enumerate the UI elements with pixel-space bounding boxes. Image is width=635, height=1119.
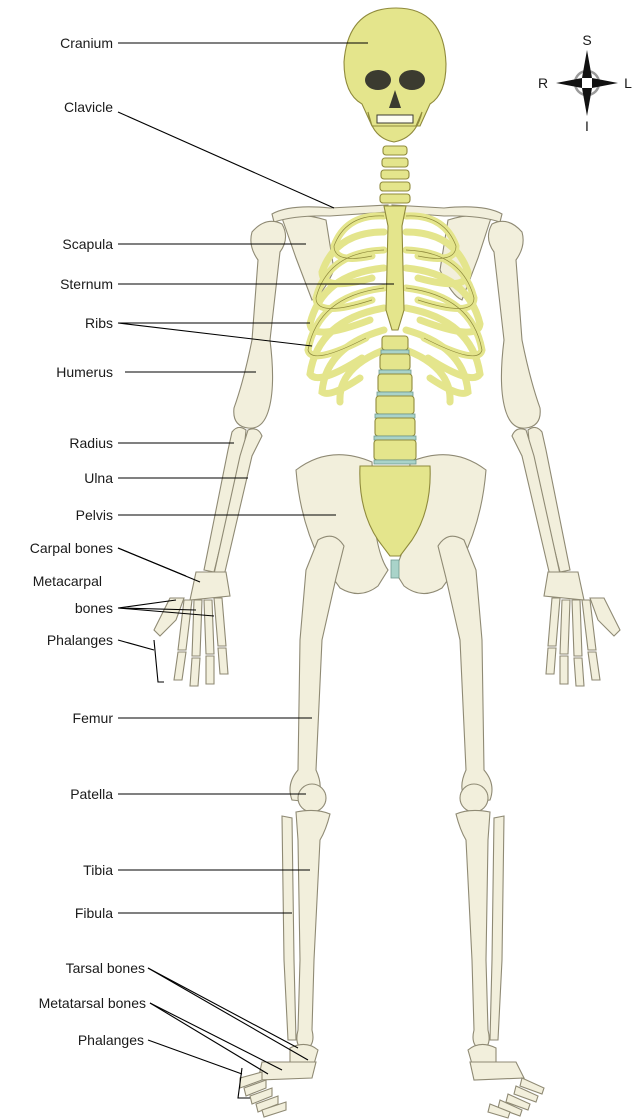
labels: Cranium Clavicle Scapula Sternum Ribs Hu…: [30, 35, 146, 1048]
label-patella: Patella: [70, 786, 113, 802]
vertebral-column: [374, 336, 416, 464]
label-tarsal-bones: Tarsal bones: [66, 960, 145, 976]
right-patella: [298, 784, 326, 812]
left-patella: [460, 784, 488, 812]
right-orbit: [365, 70, 391, 90]
compass-arrow-right: [556, 78, 582, 88]
left-hand: [544, 572, 620, 686]
compass-label-left: L: [624, 75, 632, 91]
label-phalanges-foot: Phalanges: [78, 1032, 144, 1048]
label-metacarpal-line2: bones: [75, 600, 113, 616]
orientation-compass: S I R L: [538, 32, 632, 134]
right-fibula: [282, 816, 296, 1040]
label-femur: Femur: [73, 710, 114, 726]
cervical-vertebrae: [380, 146, 410, 203]
teeth: [377, 115, 413, 123]
left-humerus: [488, 221, 540, 428]
cranium-bone: [344, 8, 446, 126]
left-orbit: [399, 70, 425, 90]
compass-arrow-left: [592, 78, 618, 88]
compass-label-inferior: I: [585, 118, 589, 134]
label-pelvis: Pelvis: [76, 507, 113, 523]
right-hand: [154, 572, 230, 686]
right-humerus: [234, 221, 286, 428]
label-carpal-bones: Carpal bones: [30, 540, 113, 556]
label-ribs: Ribs: [85, 315, 113, 331]
sternum-bone: [384, 206, 406, 330]
label-cranium: Cranium: [60, 35, 113, 51]
compass-arrow-inferior: [582, 88, 592, 116]
left-femur: [438, 536, 492, 802]
label-ulna: Ulna: [84, 470, 113, 486]
label-sternum: Sternum: [60, 276, 113, 292]
label-tibia: Tibia: [83, 862, 113, 878]
label-fibula: Fibula: [75, 905, 113, 921]
pubic-symphysis: [391, 560, 399, 578]
label-metatarsal-bones: Metatarsal bones: [39, 995, 146, 1011]
label-phalanges-hand: Phalanges: [47, 632, 113, 648]
label-clavicle: Clavicle: [64, 99, 113, 115]
left-tibia: [456, 810, 490, 1050]
label-radius: Radius: [69, 435, 113, 451]
compass-arrow-superior: [582, 50, 592, 78]
right-femur: [290, 536, 344, 802]
label-humerus: Humerus: [56, 364, 113, 380]
label-metacarpal-line1: Metacarpal: [33, 573, 102, 589]
right-tibia: [296, 810, 330, 1050]
compass-label-right: R: [538, 75, 548, 91]
left-foot: [468, 1044, 544, 1118]
label-scapula: Scapula: [62, 236, 113, 252]
compass-label-superior: S: [582, 32, 591, 48]
right-foot: [240, 1044, 318, 1117]
left-fibula: [490, 816, 504, 1040]
